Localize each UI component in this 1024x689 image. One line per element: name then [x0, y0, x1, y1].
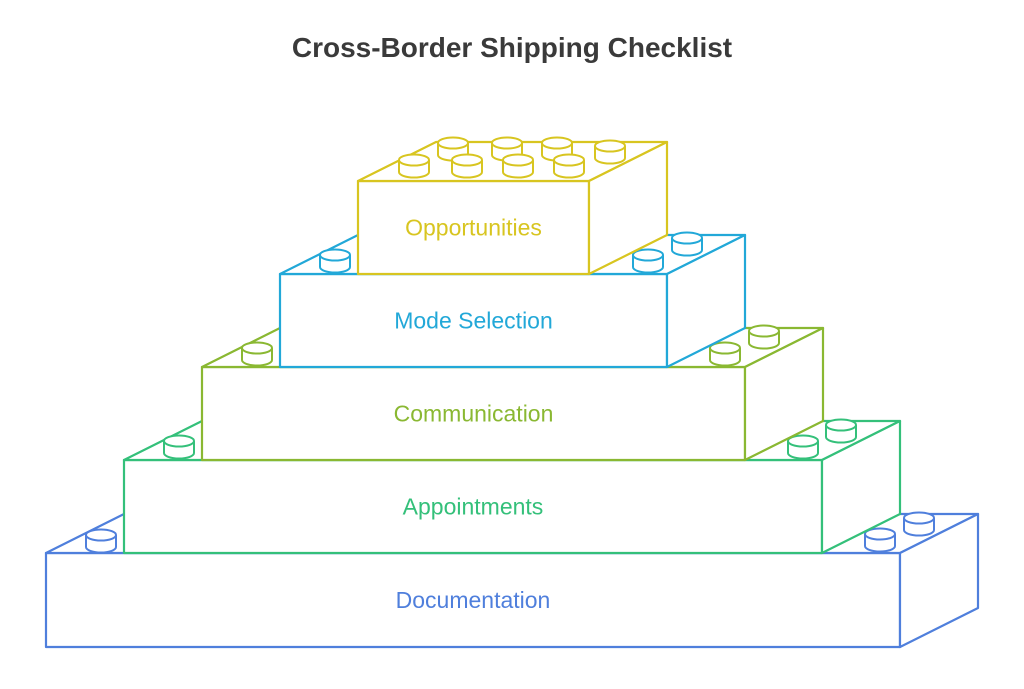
block-stud — [451, 153, 483, 179]
block-side-face — [743, 326, 825, 462]
tier-label: Appointments — [403, 494, 544, 520]
diagram-title: Cross-Border Shipping Checklist — [291, 32, 733, 63]
block-stud — [709, 341, 741, 367]
block-side-face — [820, 419, 902, 555]
block-stud — [748, 324, 780, 350]
block-side-face — [898, 512, 980, 649]
block-side-face — [587, 140, 669, 276]
block-stud — [553, 153, 585, 179]
tier-label: Opportunities — [405, 215, 542, 241]
tier-block-opportunities: Opportunities — [356, 140, 669, 276]
tier-label: Mode Selection — [394, 308, 553, 334]
block-stud — [864, 527, 896, 553]
tier-label: Documentation — [396, 587, 551, 613]
block-front-face — [122, 458, 824, 555]
block-stud — [671, 231, 703, 257]
block-stud — [632, 248, 664, 274]
block-stud — [319, 248, 351, 274]
tier-label: Communication — [394, 401, 554, 427]
block-stud — [903, 511, 935, 537]
block-front-face — [44, 551, 902, 649]
block-stud — [825, 418, 857, 444]
block-side-face — [665, 233, 747, 369]
block-front-face — [356, 179, 591, 276]
block-stud — [85, 528, 117, 554]
block-stud — [787, 434, 819, 460]
block-stud — [163, 434, 195, 460]
block-stud — [594, 139, 626, 165]
block-stud — [398, 153, 430, 179]
block-stud — [241, 341, 273, 367]
block-stud — [502, 153, 534, 179]
block-front-face — [278, 272, 669, 369]
